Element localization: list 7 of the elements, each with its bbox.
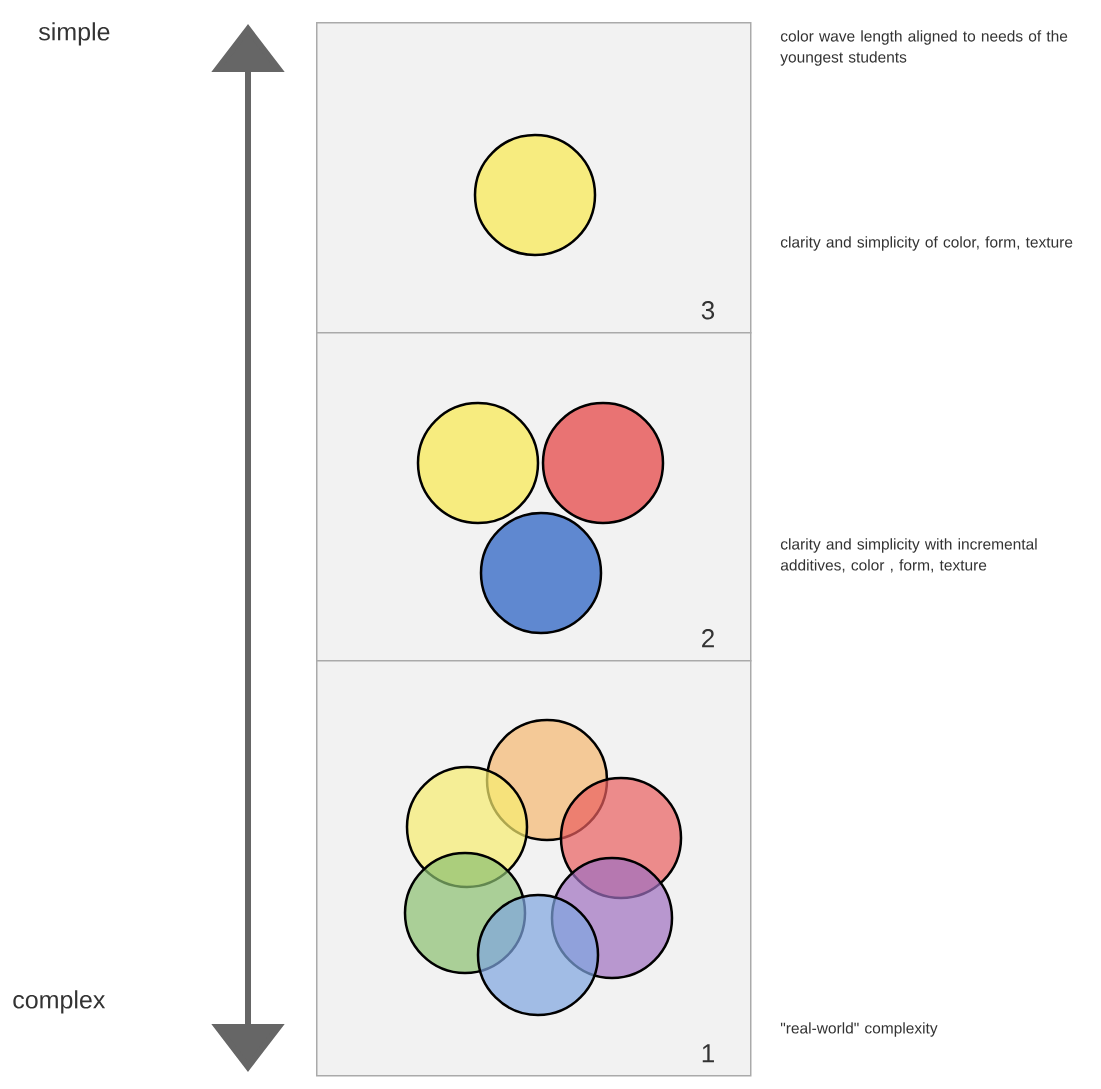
axis-label: complex <box>13 990 106 1014</box>
side-note: clarity and simplicity with incremental additives, color , form, texture <box>780 538 1037 573</box>
side-note: clarity and simplicity of color, form, texture <box>780 236 1073 251</box>
axis-label: simple <box>38 22 110 46</box>
side-note: color wave length aligned to needs of the youngest students <box>780 30 1068 66</box>
side-note: "real-world" complexity <box>780 1022 938 1037</box>
level-panel: 3 <box>316 22 752 334</box>
